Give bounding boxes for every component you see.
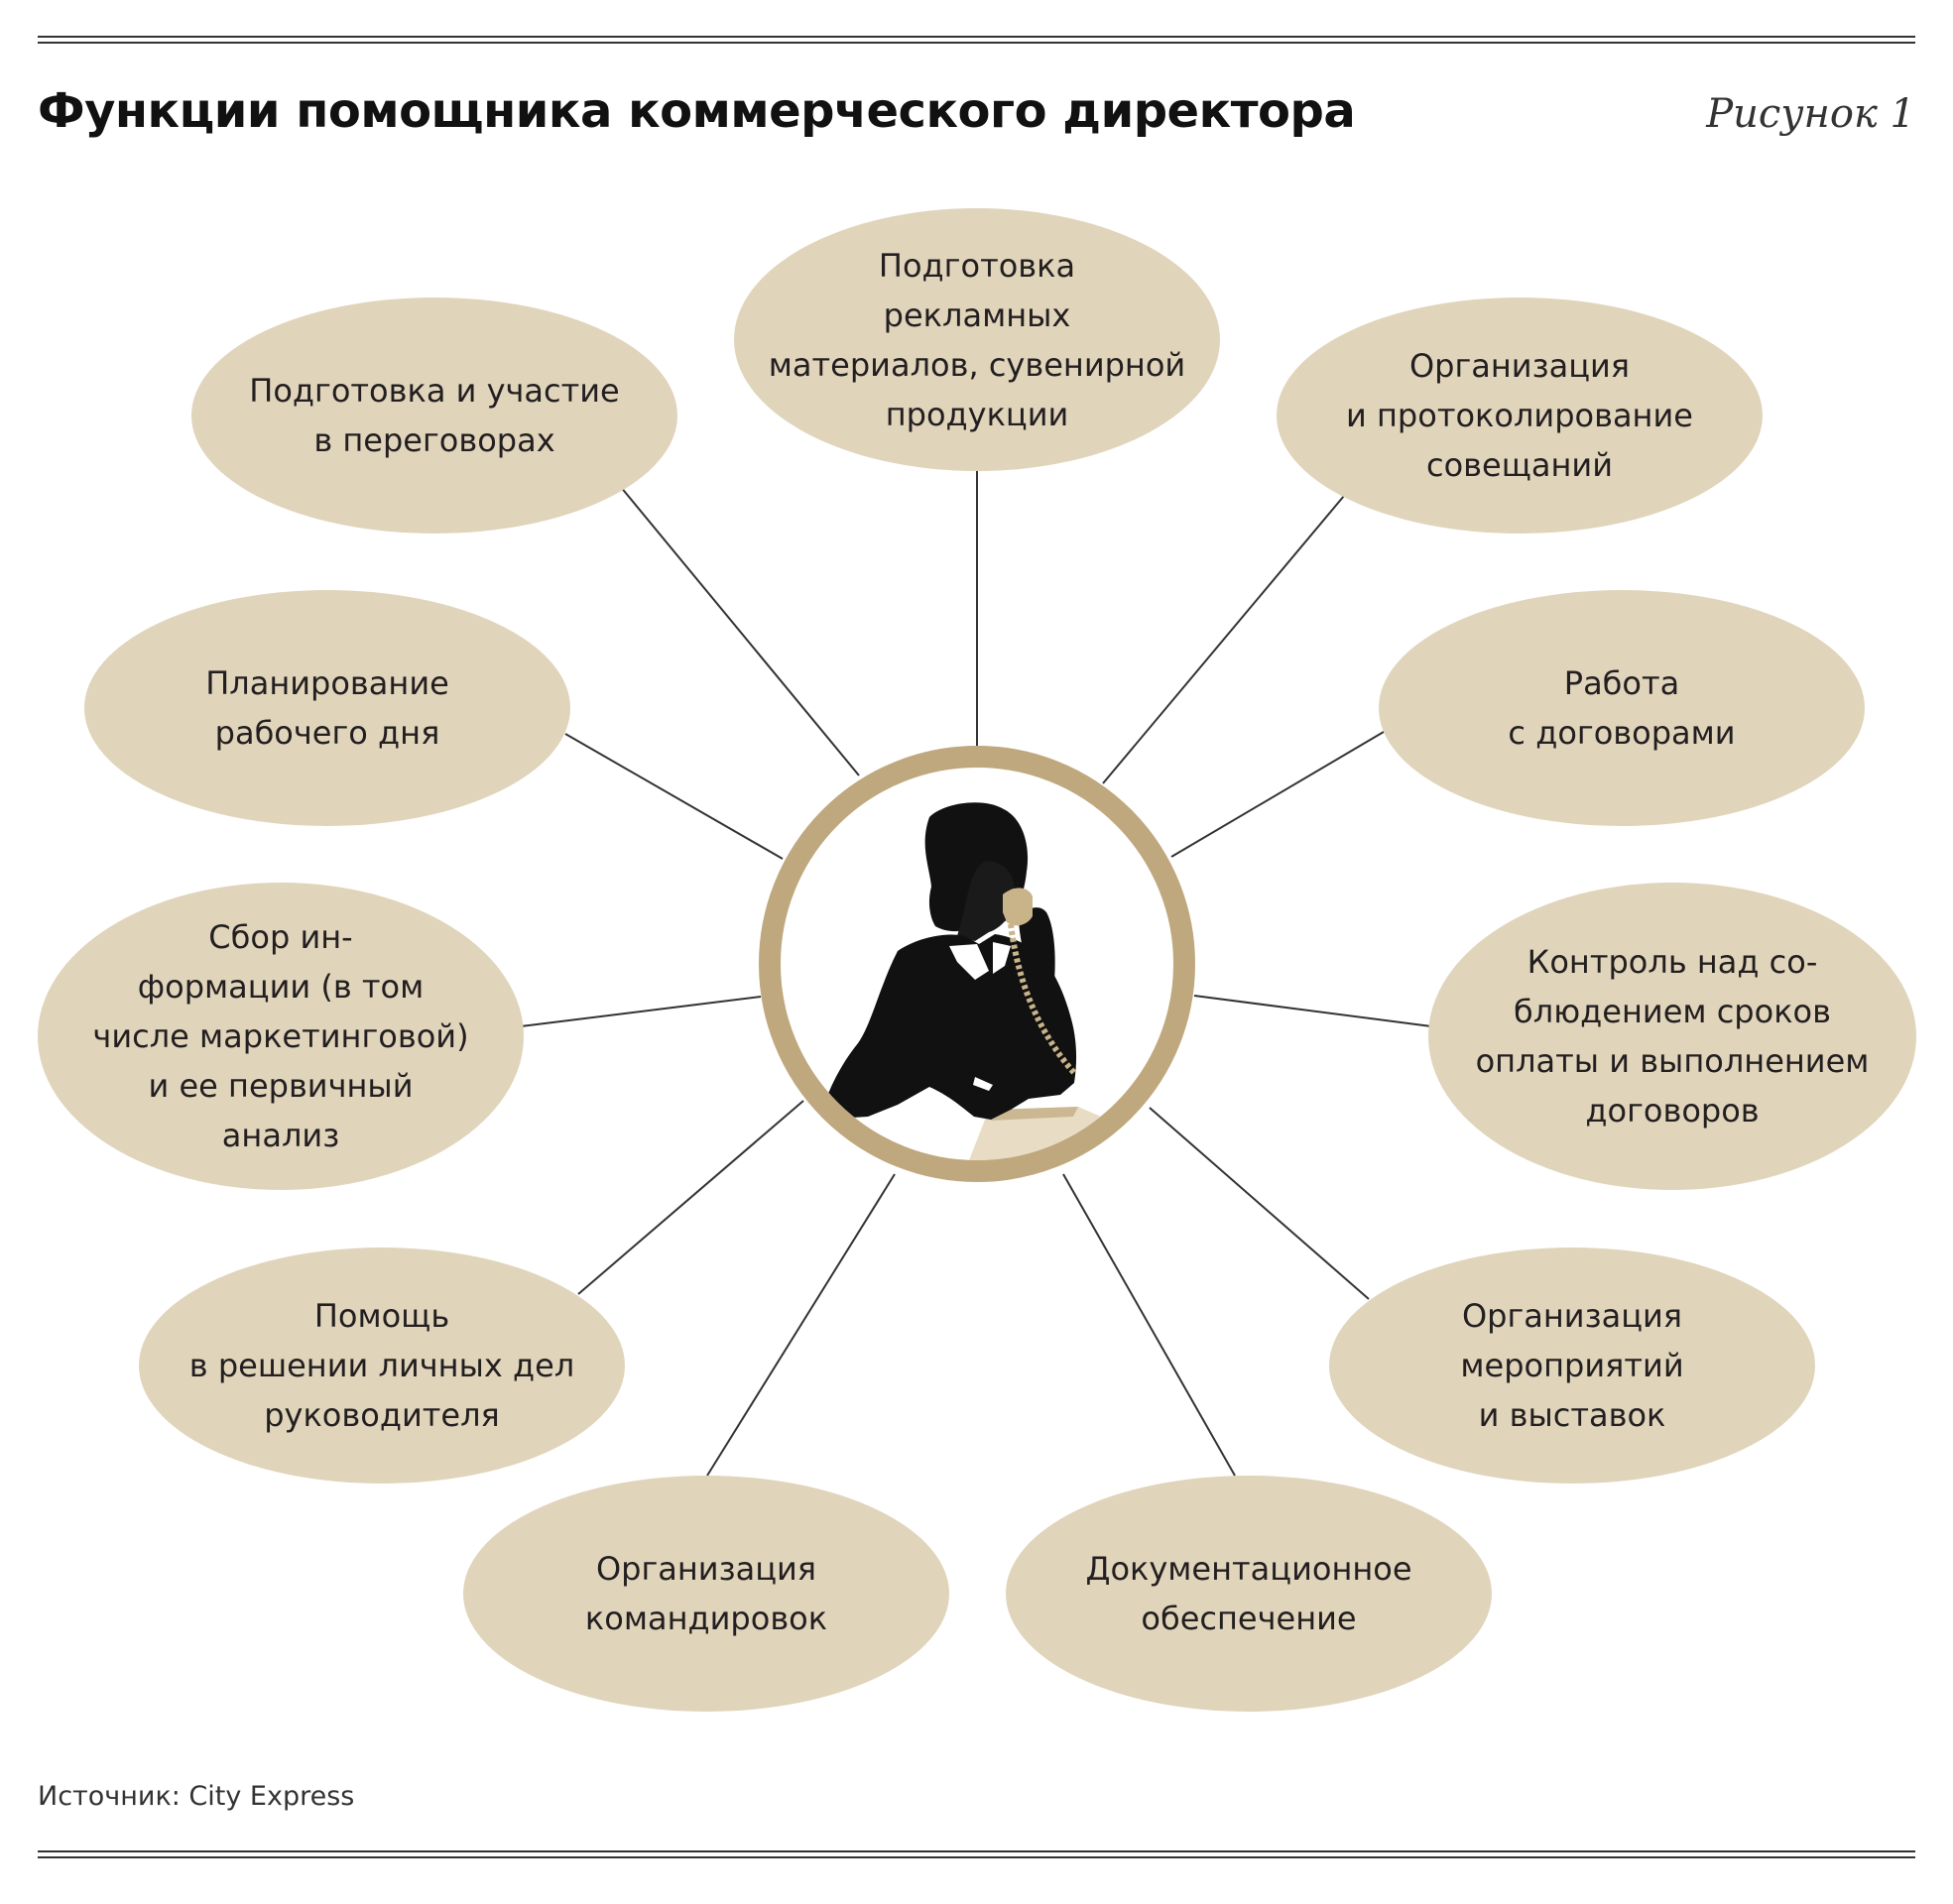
connector-info — [520, 996, 762, 1027]
node-advertising-materials: Подготовка рекламных материалов, сувенир… — [734, 208, 1220, 471]
node-label: Помощь в решении личных дел руководителя — [188, 1297, 575, 1434]
node-events-exhibitions: Организация мероприятий и выставок — [1329, 1248, 1815, 1484]
connector-planning — [564, 733, 784, 860]
node-meetings: Организация и протоколирование совещаний — [1277, 298, 1763, 534]
node-business-trips: Организация командировок — [463, 1476, 949, 1712]
top-rule-secondary — [38, 42, 1915, 44]
node-label: Подготовка рекламных материалов, сувенир… — [768, 246, 1186, 433]
page-title: Функции помощника коммерческого директор… — [38, 83, 1356, 139]
node-label: Сбор ин- формации (в том числе маркетинг… — [92, 918, 469, 1154]
bottom-rule — [38, 1850, 1915, 1852]
woman-on-phone-silhouette-icon — [820, 802, 1108, 1160]
node-day-planning: Планирование рабочего дня — [84, 590, 570, 826]
source-note: Источник: City Express — [38, 1781, 355, 1812]
connector-control — [1193, 995, 1432, 1027]
node-label: Планирование рабочего дня — [205, 664, 449, 752]
node-contracts: Работа с договорами — [1379, 590, 1865, 826]
connector-negotiations — [619, 485, 860, 776]
connector-personal — [577, 1100, 804, 1295]
node-label: Документационное обеспечение — [1085, 1550, 1412, 1637]
node-label: Организация командировок — [584, 1550, 828, 1637]
node-label: Подготовка и участие в переговорах — [249, 372, 620, 459]
connector-contracts — [1170, 731, 1385, 858]
figure-label: Рисунок 1 — [1706, 91, 1915, 137]
node-information-gathering: Сбор ин- формации (в том числе маркетинг… — [38, 883, 524, 1190]
connector-events — [1149, 1107, 1370, 1300]
bottom-rule-secondary — [38, 1856, 1915, 1858]
node-label: Работа с договорами — [1508, 664, 1736, 752]
node-document-support: Документационное обеспечение — [1006, 1476, 1492, 1712]
center-circle — [759, 746, 1195, 1182]
connector-meetings — [1102, 495, 1345, 784]
node-payment-control: Контроль над со- блюдением сроков оплаты… — [1428, 883, 1916, 1190]
connector-docs — [1062, 1173, 1236, 1477]
node-label: Контроль над со- блюдением сроков оплаты… — [1475, 943, 1870, 1130]
node-label: Организация и протоколирование совещаний — [1346, 347, 1693, 484]
top-rule — [38, 36, 1915, 38]
connector-trips — [706, 1173, 896, 1477]
node-personal-affairs: Помощь в решении личных дел руководителя — [139, 1248, 625, 1484]
node-negotiations: Подготовка и участие в переговорах — [191, 298, 677, 534]
node-label: Организация мероприятий и выставок — [1460, 1297, 1684, 1434]
